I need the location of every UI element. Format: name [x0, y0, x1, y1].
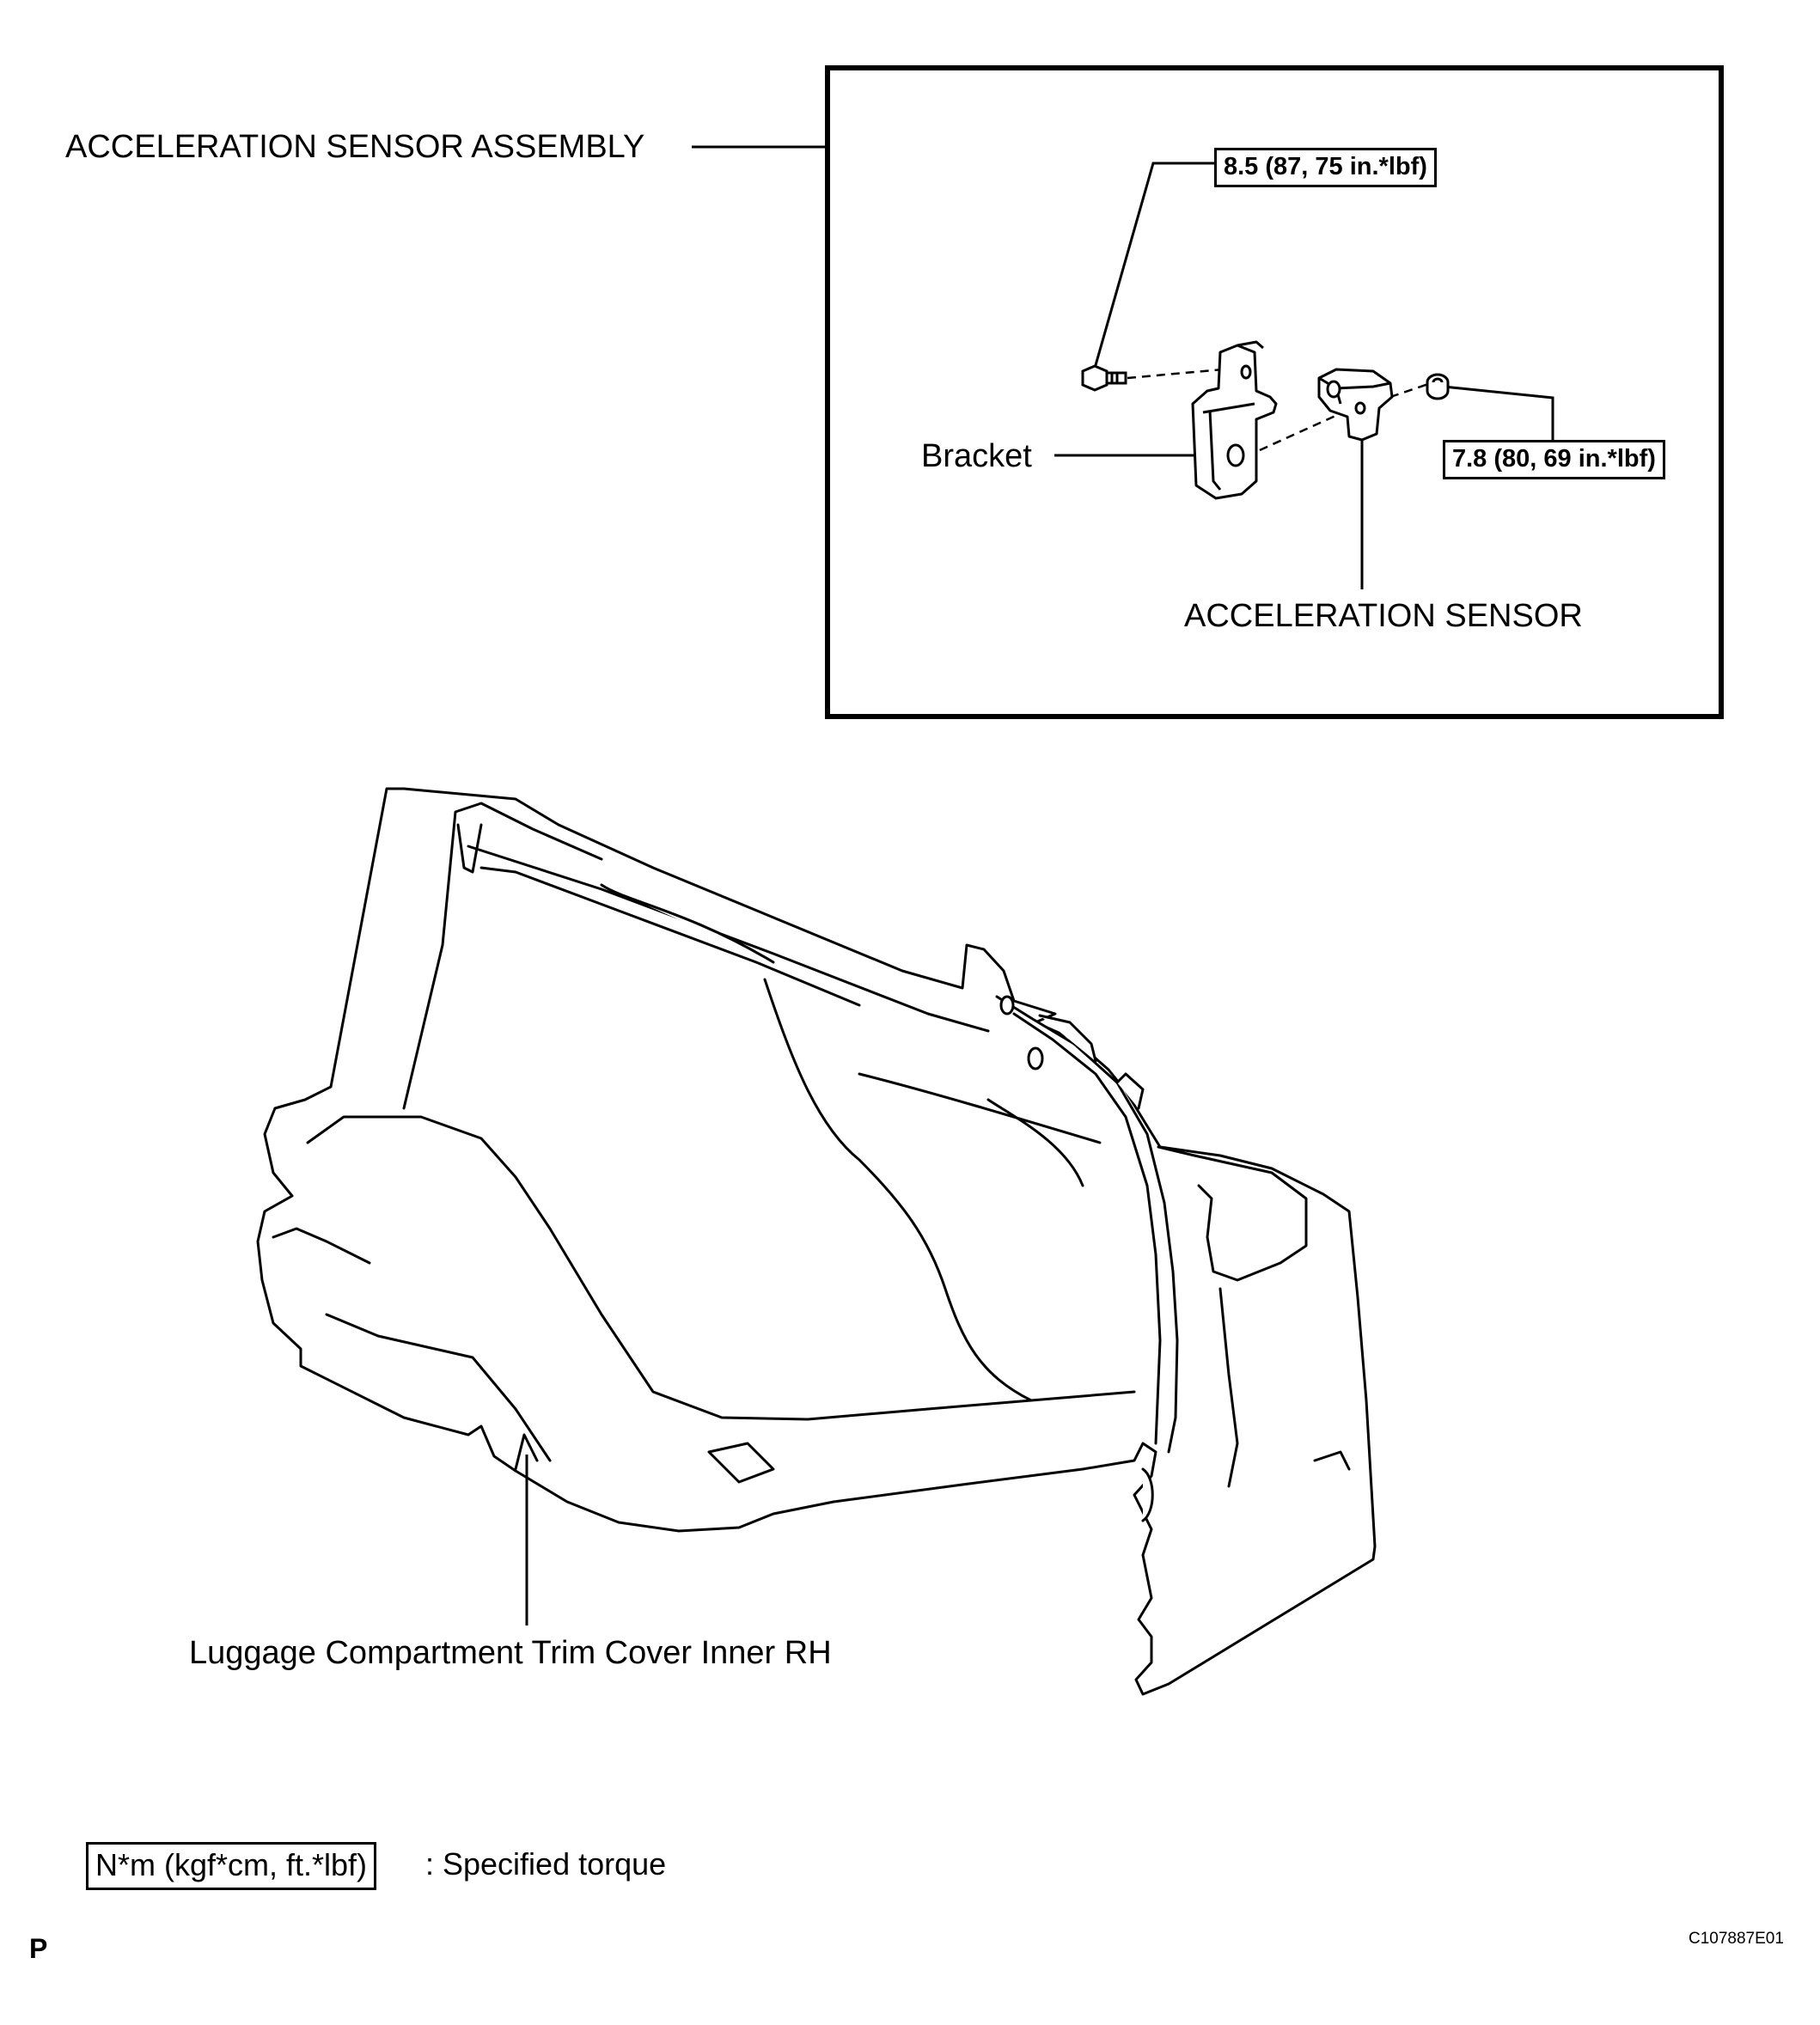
assembly-label: ACCELERATION SENSOR ASSEMBLY	[65, 129, 645, 165]
nut-torque-spec: 7.8 (80, 69 in.*lbf)	[1443, 440, 1665, 479]
sensor-label: ACCELERATION SENSOR	[1184, 598, 1583, 634]
torque-legend-unit: N*m (kgf*cm, ft.*lbf)	[86, 1842, 377, 1890]
bolt-icon	[1081, 364, 1127, 392]
torque-legend-description: : Specified torque	[425, 1846, 667, 1882]
inset-frame	[825, 65, 1724, 719]
figure-code: C107887E01	[1689, 1930, 1784, 1948]
acceleration-sensor-part	[1317, 368, 1394, 442]
page-mark: P	[29, 1933, 48, 1964]
trim-cover-part	[256, 787, 1377, 1696]
bolt-torque-leader	[1094, 162, 1214, 366]
bracket-part	[1191, 340, 1278, 500]
nut-icon	[1426, 373, 1450, 400]
bolt-torque-spec: 8.5 (87, 75 in.*lbf)	[1214, 148, 1437, 187]
bracket-label: Bracket	[921, 438, 1032, 474]
nut-torque-leader	[1443, 385, 1554, 442]
trim-cover-label: Luggage Compartment Trim Cover Inner RH	[189, 1635, 832, 1671]
